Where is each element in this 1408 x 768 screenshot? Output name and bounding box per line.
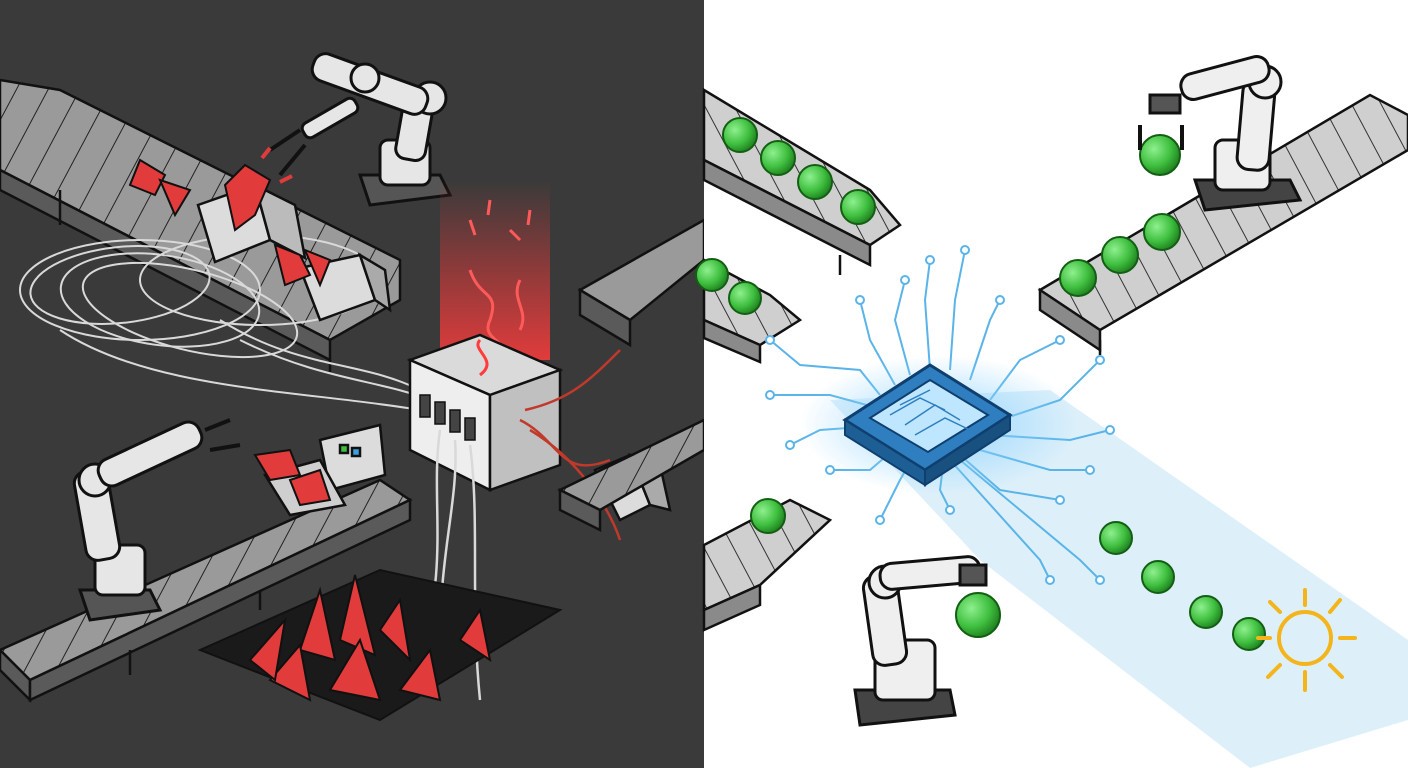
sun-icon (1256, 588, 1357, 692)
conveyor-belt-bottom-left (0, 478, 413, 704)
cpu-chip-icon (842, 363, 1013, 487)
robot-arm-icon (853, 555, 1001, 727)
robot-arm-icon (72, 418, 241, 622)
product-ball (750, 498, 786, 534)
robot-arm-icon (260, 52, 453, 207)
left-panel (0, 0, 706, 768)
conveyor-belt-right-left-panel (557, 217, 706, 533)
tangled-cables (19, 234, 431, 411)
product-balls-mid (695, 258, 762, 315)
product-balls-output (1099, 521, 1266, 651)
conveyor-belt-icon (1037, 93, 1408, 355)
robot-arm-icon (1138, 54, 1303, 212)
product-balls-right (1059, 213, 1181, 297)
product-balls-top (722, 117, 876, 225)
right-panel (695, 0, 1408, 768)
cracked-central-module (406, 180, 564, 493)
broken-box-icon (128, 158, 392, 322)
pit-icon (197, 568, 563, 722)
